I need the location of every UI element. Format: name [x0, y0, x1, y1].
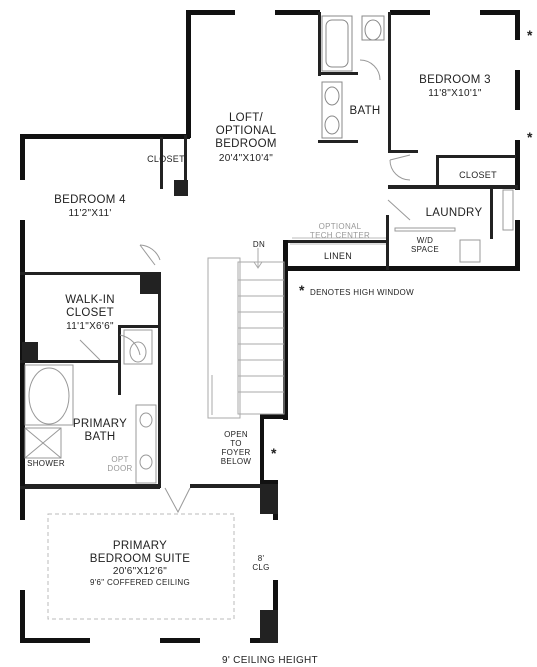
windows — [20, 10, 520, 643]
high-window-star-2: * — [527, 129, 533, 145]
loft-label: LOFT/ OPTIONAL BEDROOM — [215, 112, 277, 150]
bedroom4-size: 11'2"X11' — [68, 208, 112, 219]
closet-bedroom4-label: CLOSET — [147, 154, 185, 164]
stairs — [207, 248, 285, 419]
primary-bath-label: PRIMARY BATH — [72, 418, 128, 443]
door-swings — [79, 59, 411, 514]
linen-label: LINEN — [323, 251, 352, 261]
closet-bedroom3-label: CLOSET — [459, 170, 497, 180]
bath-label: BATH — [349, 105, 381, 117]
bedroom4-label: BEDROOM 4 — [54, 194, 126, 206]
walkin-closet-label: WALK-IN CLOSET — [65, 294, 115, 319]
legend-star: * — [299, 282, 305, 298]
primary-suite-label: PRIMARY BEDROOM SUITE — [89, 540, 191, 565]
interior-walls — [20, 12, 518, 643]
opt-door-label: OPT DOOR — [107, 455, 133, 473]
high-window-star-1: * — [527, 27, 533, 43]
coffered-ceiling — [47, 513, 235, 620]
legend-text: DENOTES HIGH WINDOW — [310, 288, 414, 297]
laundry-label: LAUNDRY — [425, 207, 483, 219]
walkin-closet-size: 11'1"X6'6" — [66, 321, 114, 332]
bedroom3-size: 11'8"X10'1" — [428, 88, 482, 99]
tech-center-label: OPTIONAL TECH CENTER — [309, 222, 371, 240]
open-to-foyer-label: OPEN TO FOYER BELOW — [220, 430, 252, 466]
high-window-star-3: * — [271, 445, 277, 461]
ceiling-height-footer: 9' CEILING HEIGHT — [222, 655, 318, 666]
ceiling-8ft-label: 8' CLG — [252, 554, 270, 572]
wd-space-label: W/D SPACE — [410, 236, 440, 254]
bedroom3-label: BEDROOM 3 — [419, 74, 491, 86]
primary-suite-size: 20'6"X12'6" — [112, 566, 168, 577]
coffered-ceiling-note: 9'6" COFFERED CEILING — [89, 578, 191, 587]
stairs-down-label: DN — [252, 240, 266, 249]
primary-bath-fixtures — [24, 329, 157, 484]
upper-bath-fixtures — [321, 15, 385, 139]
laundry-fixtures — [394, 189, 514, 263]
shower-label: SHOWER — [27, 459, 65, 468]
loft-size: 20'4"X10'4" — [218, 153, 274, 164]
